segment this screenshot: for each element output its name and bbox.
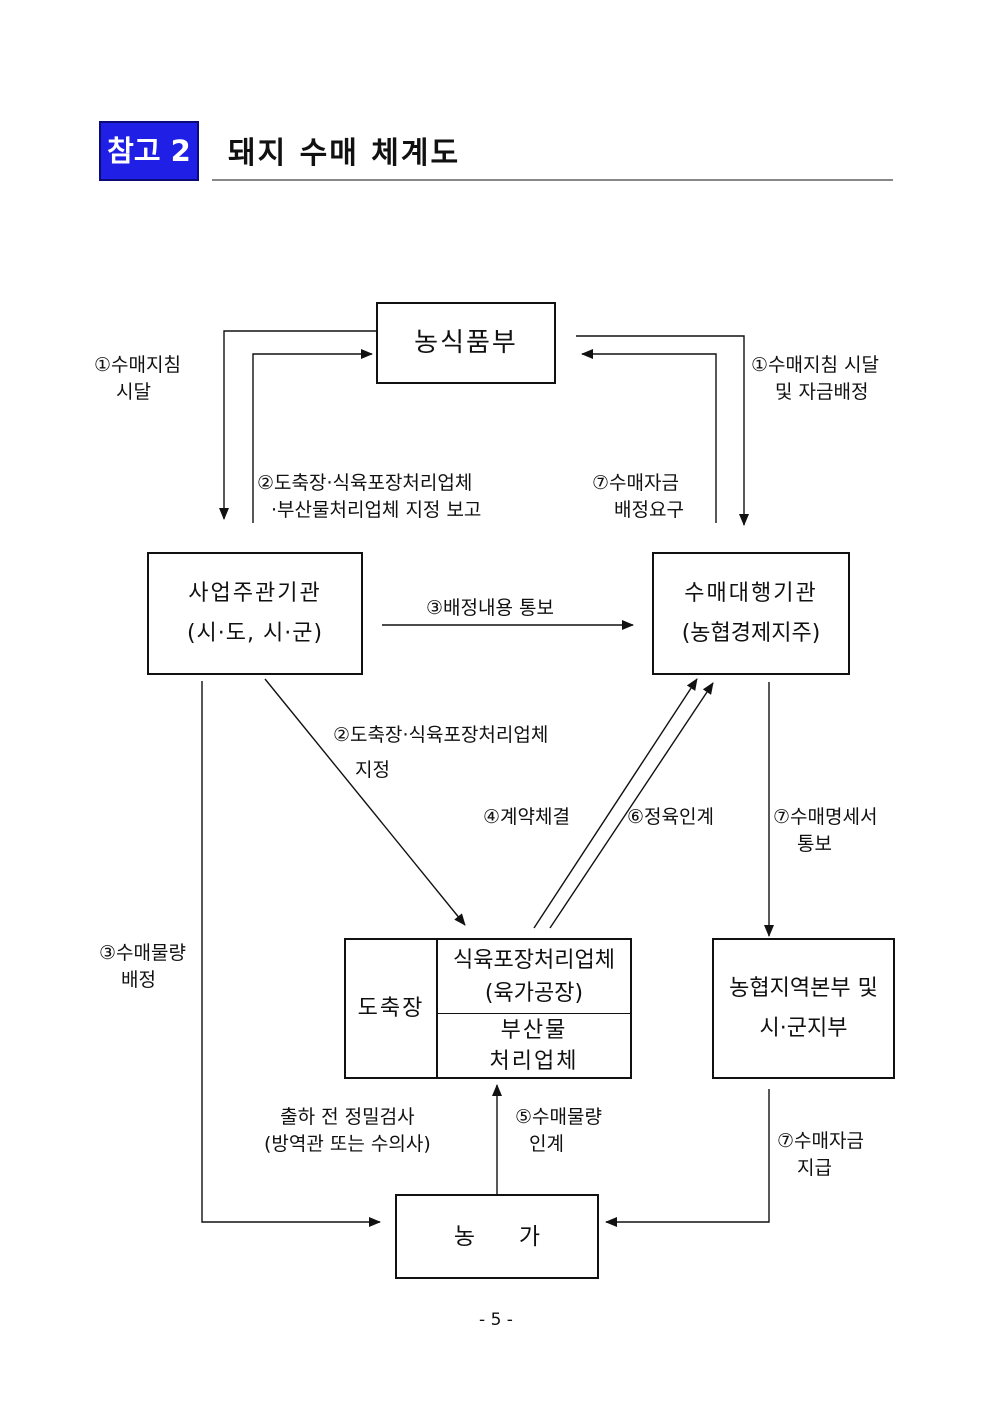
page-number: - 5 - (479, 1310, 513, 1330)
arrow-meat-handover-to-proxy (549, 682, 714, 929)
arrow-designate-to-slaughter (264, 678, 466, 926)
byproduct-cell: 부산물 처리업체 (438, 1014, 630, 1077)
label-designation-report: ②도축장·식육포장처리업체 ·부산물처리업체 지정 보고 (257, 472, 482, 521)
label-volume-handover: ⑤수매물량 인계 (515, 1106, 602, 1155)
proxy-name: 수매대행기관 (684, 580, 818, 606)
proxy-box: 수매대행기관 (농협경제지주) (652, 552, 850, 675)
arrow-contract-to-proxy (533, 678, 698, 929)
label-guideline-right: ①수매지침 시달 및 자금배정 (751, 354, 879, 403)
arrow-guideline-to-agency (219, 330, 376, 520)
arrow-fund-request-to-ministry (581, 349, 717, 523)
label-guideline-left: ①수매지침 시달 (94, 354, 181, 403)
meat-plant-name: 식육포장처리업체 (453, 947, 615, 973)
label-volume-allocation: ③수매물량 배정 (99, 942, 186, 991)
arrow-report-to-ministry (252, 349, 373, 523)
label-fund-request: ⑦수매자금 배정요구 (592, 472, 684, 521)
reference-badge: 참고 2 (99, 121, 199, 181)
slaughterhouse-cell: 도축장 (346, 940, 438, 1077)
agency-scope: (시·도, 시·군) (186, 620, 324, 646)
label-statement: ⑦수매명세서 통보 (773, 806, 878, 855)
proxy-org: (농협경제지주) (681, 620, 821, 646)
farm-label: 농 가 (453, 1223, 541, 1250)
byproduct-line2: 처리업체 (489, 1048, 579, 1074)
agency-name: 사업주관기관 (188, 580, 322, 606)
slaughterhouse-label: 도축장 (357, 995, 425, 1021)
farm-box: 농 가 (395, 1194, 599, 1279)
label-meat-handover: ⑥정육인계 (627, 806, 714, 828)
arrow-guideline-to-proxy (576, 335, 749, 526)
arrow-allocate-to-farm (201, 681, 381, 1227)
meat-plant-alias: (육가공장) (484, 980, 584, 1006)
label-contract: ④계약체결 (483, 806, 570, 828)
regional-line1: 농협지역본부 및 (729, 975, 878, 1001)
ministry-box: 농식품부 (376, 302, 556, 384)
ministry-label: 농식품부 (414, 328, 518, 358)
regional-box: 농협지역본부 및 시·군지부 (712, 938, 895, 1079)
arrow-pay-to-farm (605, 1089, 770, 1227)
processing-group-box: 도축장 식육포장처리업체 (육가공장) 부산물 처리업체 (344, 938, 632, 1079)
label-inspection: 출하 전 정밀검사 (방역관 또는 수의사) (264, 1106, 431, 1155)
label-fund-payment: ⑦수매자금 지급 (777, 1130, 864, 1179)
title-underline (212, 179, 893, 181)
meat-plant-cell: 식육포장처리업체 (육가공장) (438, 940, 630, 1014)
label-allocation-notice: ③배정내용 통보 (426, 597, 554, 619)
agency-box: 사업주관기관 (시·도, 시·군) (147, 552, 363, 675)
regional-line2: 시·군지부 (759, 1015, 848, 1041)
page-title: 돼지 수매 체계도 (228, 136, 461, 171)
byproduct-line1: 부산물 (500, 1017, 568, 1043)
label-designation: ②도축장·식육포장처리업체 지정 (333, 724, 549, 781)
